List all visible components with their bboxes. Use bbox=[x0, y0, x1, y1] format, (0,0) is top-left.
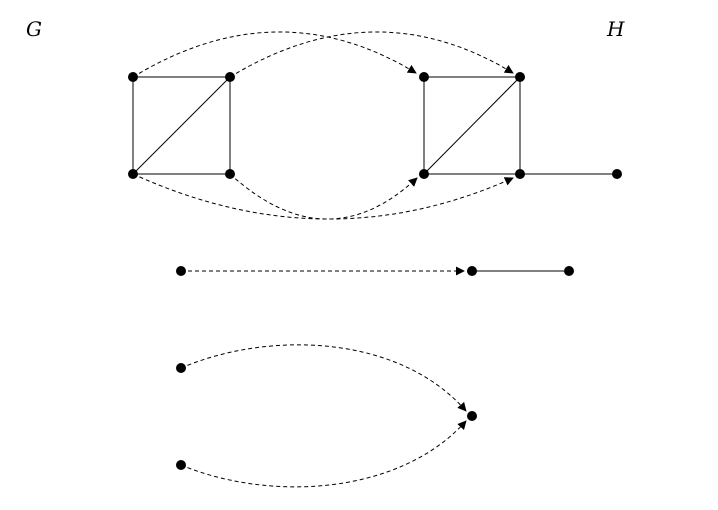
vertex bbox=[176, 363, 186, 373]
vertex bbox=[564, 266, 574, 276]
mapping-arrow bbox=[132, 173, 514, 220]
vertex bbox=[467, 411, 477, 421]
mapping-arrow bbox=[229, 173, 418, 220]
vertex bbox=[128, 169, 138, 179]
solid-edges bbox=[132, 76, 617, 272]
mapping-arrow bbox=[180, 344, 467, 412]
vertex bbox=[515, 169, 525, 179]
vertex bbox=[467, 266, 477, 276]
mapping-arrow bbox=[132, 31, 417, 78]
vertex bbox=[176, 460, 186, 470]
vertex bbox=[515, 72, 525, 82]
vertex bbox=[128, 72, 138, 82]
mapping-arrow bbox=[229, 31, 514, 78]
edge bbox=[132, 76, 231, 175]
vertex bbox=[419, 72, 429, 82]
vertices bbox=[128, 72, 622, 470]
vertex bbox=[419, 169, 429, 179]
vertex bbox=[225, 72, 235, 82]
mapping-arrows bbox=[132, 31, 514, 488]
vertex bbox=[176, 266, 186, 276]
edge bbox=[423, 76, 521, 175]
mapping-arrow bbox=[180, 420, 467, 488]
graph-h-label: H bbox=[607, 17, 625, 41]
vertex bbox=[612, 169, 622, 179]
vertex bbox=[225, 169, 235, 179]
graph-g-label: G bbox=[26, 17, 42, 41]
